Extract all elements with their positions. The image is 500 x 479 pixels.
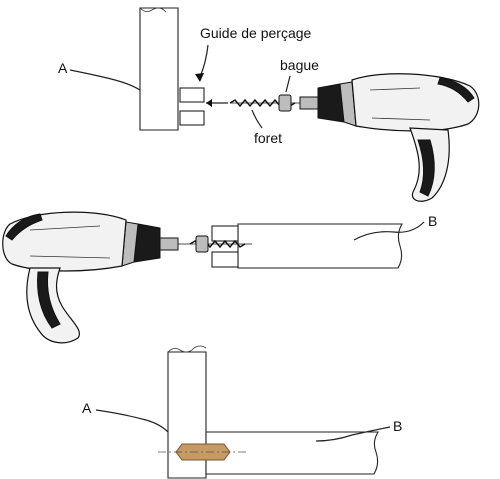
arrow-guide (195, 73, 204, 82)
board-a-top-breakline (139, 7, 167, 13)
arrow-into-guide-head (206, 99, 212, 107)
collar-top (278, 94, 292, 112)
leader-foret (251, 109, 263, 129)
drill-top (299, 73, 480, 202)
board-a-bottom-breakline (167, 345, 207, 353)
leader-a-top (69, 69, 141, 91)
label-a-top: A (58, 60, 68, 76)
leader-b-mid (353, 221, 425, 241)
leader-b-bottom (315, 426, 391, 442)
leader-a-bottom (95, 409, 169, 433)
label-bague: bague (280, 57, 319, 73)
label-foret: foret (254, 130, 282, 146)
drill-guide-upper (179, 87, 205, 103)
drill-mid (2, 211, 179, 344)
label-a-bottom: A (82, 400, 92, 416)
board-b-mid (237, 223, 403, 269)
leader-guide (199, 44, 209, 78)
drill-guide-mid-lower (211, 251, 239, 268)
drill-guide-mid-upper (211, 225, 239, 242)
leader-bague (285, 75, 291, 93)
board-b-bottom (205, 431, 379, 475)
label-guide: Guide de perçage (200, 25, 312, 41)
label-b-bottom: B (393, 418, 402, 434)
board-a-top (139, 7, 179, 131)
collar-mid (195, 235, 209, 253)
label-b-mid: B (428, 213, 437, 229)
drill-guide-lower (179, 110, 205, 126)
